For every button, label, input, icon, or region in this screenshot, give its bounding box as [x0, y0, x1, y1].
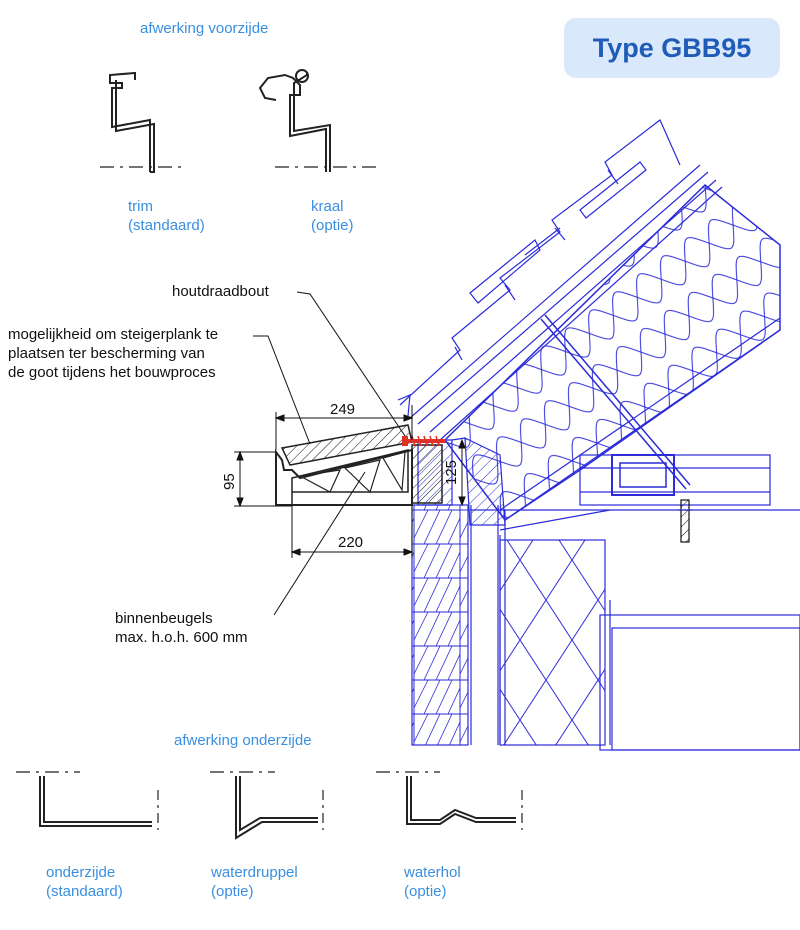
- bottom-finish-heading: afwerking onderzijde: [174, 732, 312, 749]
- plank-annotation-line3: de goot tijdens het bouwproces: [8, 364, 216, 381]
- brackets-annotation-line2: max. h.o.h. 600 mm: [115, 629, 248, 646]
- dim-bottom-width: 220: [338, 534, 363, 551]
- bottom-option-standard-note: (standaard): [46, 883, 123, 900]
- bottom-profile-waterhol: [376, 771, 523, 830]
- brackets-annotation-line1: binnenbeugels: [115, 610, 213, 627]
- front-option-trim-label: trim: [128, 198, 153, 215]
- bottom-option-waterhol-note: (optie): [404, 883, 447, 900]
- red-bolt-icon: [402, 435, 446, 447]
- front-option-kraal-label: kraal: [311, 198, 344, 215]
- front-profile-trim: [100, 71, 186, 173]
- brick-wall: [411, 504, 499, 746]
- dim-top-width: 249: [330, 401, 355, 418]
- type-badge-title: Type GBB95: [592, 32, 752, 63]
- bottom-profile-waterdruppel: [210, 771, 324, 840]
- plank-annotation-line1: mogelijkheid om steigerplank te: [8, 326, 219, 343]
- bottom-profile-standard: [16, 771, 159, 830]
- front-option-kraal-note: (optie): [311, 217, 354, 234]
- bottom-option-waterdruppel-note: (optie): [211, 883, 254, 900]
- gutter: [275, 424, 443, 506]
- front-profile-kraal: [258, 69, 376, 172]
- dim-gutter-height: 95: [221, 473, 238, 490]
- plank-annotation-line2: plaatsen ter bescherming van: [8, 345, 205, 362]
- bottom-option-waterdruppel-label: waterdruppel: [211, 864, 298, 881]
- roof-assembly: [397, 119, 800, 751]
- dimension-lines: [234, 291, 466, 616]
- bottom-option-waterhol-label: waterhol: [404, 864, 461, 881]
- front-finish-heading: afwerking voorzijde: [140, 20, 269, 37]
- type-badge: Type GBB95: [564, 18, 780, 78]
- bottom-option-standard-label: onderzijde: [46, 864, 116, 881]
- dim-fascia-height: 125: [443, 460, 460, 485]
- bolt-annotation: houtdraadbout: [172, 283, 269, 300]
- front-option-trim-note: (standaard): [128, 217, 205, 234]
